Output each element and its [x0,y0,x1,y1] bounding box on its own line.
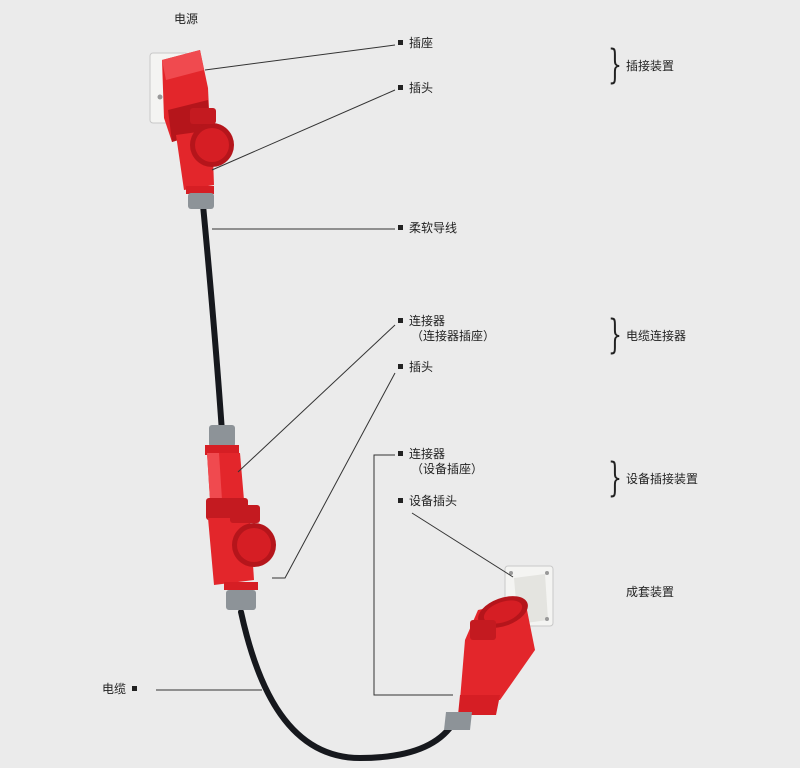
group-plug-socket-device: 插接装置 [626,59,675,73]
flexible-cord-label: 柔软导线 [398,221,457,236]
connector-label: 连接器 [398,314,445,329]
appliance-inlet-label: 设备插头 [398,494,457,509]
cable-label: 电缆 [102,682,138,697]
bullet-icon [398,451,403,456]
plug-middle-label: 插头 [398,360,433,375]
appliance-connector [444,596,535,730]
flexible-cord-cable [200,202,225,435]
bullet-icon [132,686,138,691]
plug-top-label: 插头 [398,81,433,96]
group-cable-connector: 电缆连接器 [626,329,687,343]
connector-sub-label: （连接器插座） [411,329,496,343]
appliance-connector-sub-label: （设备插座） [411,462,484,476]
cable-line [238,609,455,762]
bullet-icon [398,40,403,45]
group-complete-set: 成套装置 [626,585,675,599]
bullet-icon [398,364,403,369]
brace-icon: } [608,42,622,88]
appliance-connector-label: 连接器 [398,447,445,462]
group-appliance-coupler: 设备插接装置 [626,472,699,486]
plug-middle [208,505,276,610]
leader-lines [156,44,514,696]
bullet-icon [398,318,403,323]
connector-middle [205,425,248,520]
bullet-icon [398,498,403,503]
socket-label: 插座 [398,36,433,51]
brace-icon: } [608,312,622,358]
brace-icon: } [608,455,622,501]
power-source-label: 电源 [174,12,199,26]
plug-top [176,108,234,209]
bullet-icon [398,225,403,230]
bullet-icon [398,85,403,90]
